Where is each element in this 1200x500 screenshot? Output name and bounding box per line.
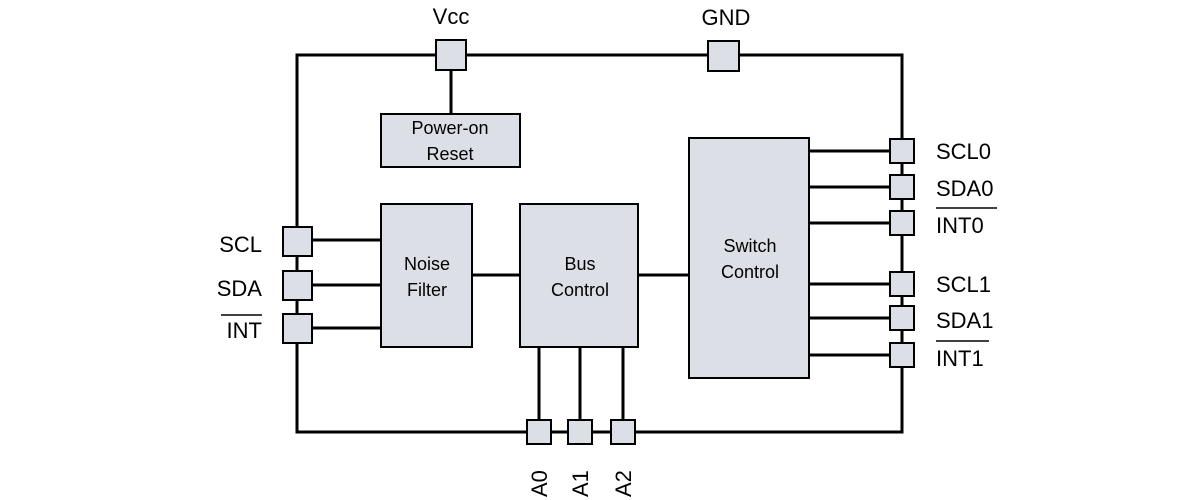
- scl1-pin: [889, 271, 915, 297]
- por-label-line1: Power-on: [411, 118, 488, 138]
- int0-label: INT0: [936, 213, 984, 238]
- internal-wires: [312, 70, 890, 420]
- bus-control-block: [519, 203, 639, 348]
- scl-label: SCL: [219, 232, 262, 257]
- int-label: INT: [227, 318, 262, 343]
- sda1-pin: [889, 305, 915, 331]
- int1-label: INT1: [936, 346, 984, 371]
- a2-pin: [610, 419, 636, 445]
- vcc-label: Vcc: [433, 4, 470, 29]
- int-pin: [282, 313, 313, 344]
- switch-label-line1: Switch: [723, 236, 776, 256]
- sda0-label: SDA0: [936, 176, 993, 201]
- bus-label-line1: Bus: [564, 254, 595, 274]
- scl1-label: SCL1: [936, 272, 991, 297]
- noise-label-line1: Noise: [404, 254, 450, 274]
- vcc-pin: [435, 39, 467, 71]
- sda1-label: SDA1: [936, 308, 993, 333]
- int1-pin: [889, 342, 915, 368]
- switch-label-line2: Control: [721, 262, 779, 282]
- sda-label: SDA: [217, 276, 263, 301]
- sda-pin: [282, 270, 313, 301]
- a0-pin: [526, 419, 552, 445]
- scl0-label: SCL0: [936, 139, 991, 164]
- a1-pin: [567, 419, 593, 445]
- sda0-pin: [889, 174, 915, 200]
- a1-label: A1: [568, 470, 593, 497]
- por-label-line2: Reset: [426, 144, 473, 164]
- switch-control-block: [688, 137, 810, 379]
- noise-filter-block: [380, 203, 473, 348]
- a2-label: A2: [611, 470, 636, 497]
- gnd-label: GND: [702, 5, 751, 30]
- power-on-reset-block: [380, 113, 521, 168]
- a0-label: A0: [527, 470, 552, 497]
- scl0-pin: [889, 138, 915, 164]
- int0-pin: [889, 210, 915, 236]
- bus-label-line2: Control: [551, 280, 609, 300]
- scl-pin: [282, 226, 313, 257]
- gnd-pin: [707, 40, 740, 72]
- noise-label-line2: Filter: [407, 280, 447, 300]
